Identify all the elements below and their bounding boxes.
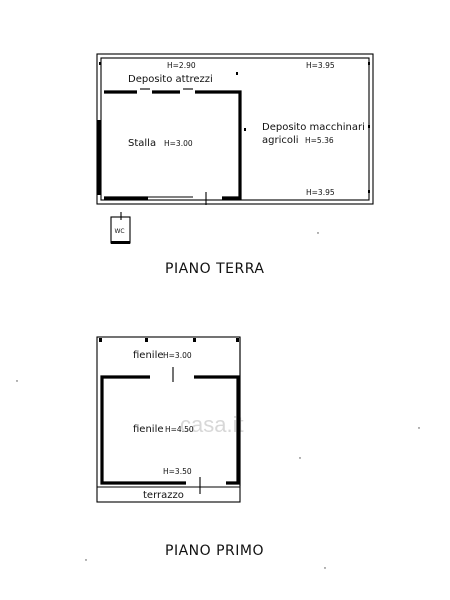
height-label: H=3.95 — [306, 188, 335, 197]
speck — [299, 457, 301, 459]
height-label: H=5.36 — [305, 136, 334, 145]
ground-outer-wall-inner — [100, 57, 370, 201]
height-label: H=3.95 — [306, 61, 335, 70]
room-label-terrazzo: terrazzo — [143, 490, 184, 501]
fienile-left-wall — [100, 375, 186, 485]
speck — [317, 232, 319, 234]
ground-post-e — [236, 72, 238, 75]
room-label-deposito-macchinari-2: agricoli — [262, 135, 299, 146]
height-label: H=3.50 — [163, 467, 192, 476]
speck — [85, 559, 87, 561]
first-post-d — [236, 338, 239, 342]
speck — [16, 380, 18, 382]
ground-outer-wall — [96, 53, 374, 205]
first-post-a — [99, 338, 102, 342]
room-label-deposito-macchinari: Deposito macchinari — [262, 122, 365, 133]
ground-post-f — [244, 128, 246, 131]
height-label: H=3.00 — [163, 351, 192, 360]
wc-wall — [111, 241, 130, 244]
speck — [324, 567, 326, 569]
ground-post-a — [99, 62, 101, 65]
ground-post-c — [368, 125, 370, 128]
speck — [418, 427, 420, 429]
first-floor-plan: fienile H=3.00 fienile H=4.50 H=3.50 ter… — [96, 336, 264, 559]
room-label-fienile-main: fienile — [133, 424, 164, 435]
watermark: casa.it — [180, 412, 244, 437]
floor-title-ground: PIANO TERRA — [165, 261, 264, 277]
ground-post-b — [368, 62, 370, 65]
ground-post-d — [368, 190, 370, 193]
room-label-fienile-top: fienile — [133, 350, 164, 361]
stalla-right-wall — [195, 90, 242, 200]
height-label: H=3.00 — [164, 139, 193, 148]
height-label: H=4.50 — [165, 425, 194, 434]
wc-label: WC — [115, 228, 125, 235]
height-label: H=2.90 — [167, 61, 196, 70]
fienile-right-wall — [194, 375, 240, 485]
floor-title-first: PIANO PRIMO — [165, 543, 264, 559]
room-label-stalla: Stalla — [128, 138, 156, 149]
room-label-deposito-attrezzi: Deposito attrezzi — [128, 74, 213, 85]
first-post-c — [193, 338, 196, 342]
first-post-b — [145, 338, 148, 342]
ground-floor-plan: WC H=2.90 H=3.95 Deposito attrezzi Stall… — [96, 53, 374, 277]
